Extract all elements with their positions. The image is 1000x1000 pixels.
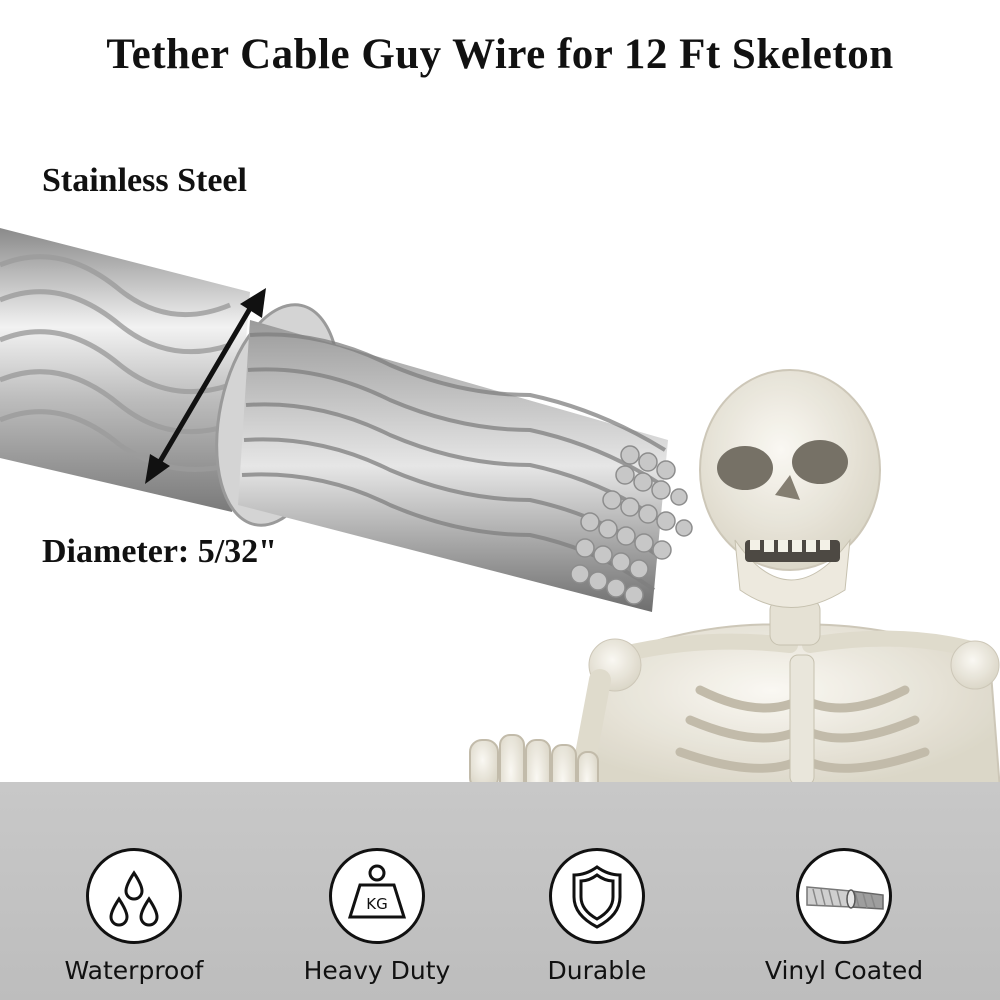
diameter-arrow	[145, 288, 266, 484]
feature-durable: Durable	[497, 848, 697, 985]
diameter-label: Diameter: 5/32"	[42, 533, 278, 570]
shield-icon	[549, 848, 645, 944]
material-label: Stainless Steel	[42, 162, 247, 199]
page-title: Tether Cable Guy Wire for 12 Ft Skeleton	[106, 31, 894, 78]
water-drops-icon	[86, 848, 182, 944]
kg-icon-text: KG	[366, 895, 387, 913]
feature-label-heavy-duty: Heavy Duty	[303, 956, 451, 985]
feature-label-waterproof: Waterproof	[64, 956, 204, 985]
feature-label-vinyl-coated: Vinyl Coated	[764, 956, 924, 985]
feature-heavy-duty: KG Heavy Duty	[277, 848, 477, 985]
coated-cable-icon	[796, 848, 892, 944]
kg-weight-icon: KG	[329, 848, 425, 944]
steel-cable-illustration	[0, 228, 693, 612]
feature-label-durable: Durable	[547, 956, 647, 985]
skeleton-illustration	[469, 369, 1000, 836]
feature-waterproof: Waterproof	[34, 848, 234, 985]
feature-vinyl-coated: Vinyl Coated	[744, 848, 944, 985]
